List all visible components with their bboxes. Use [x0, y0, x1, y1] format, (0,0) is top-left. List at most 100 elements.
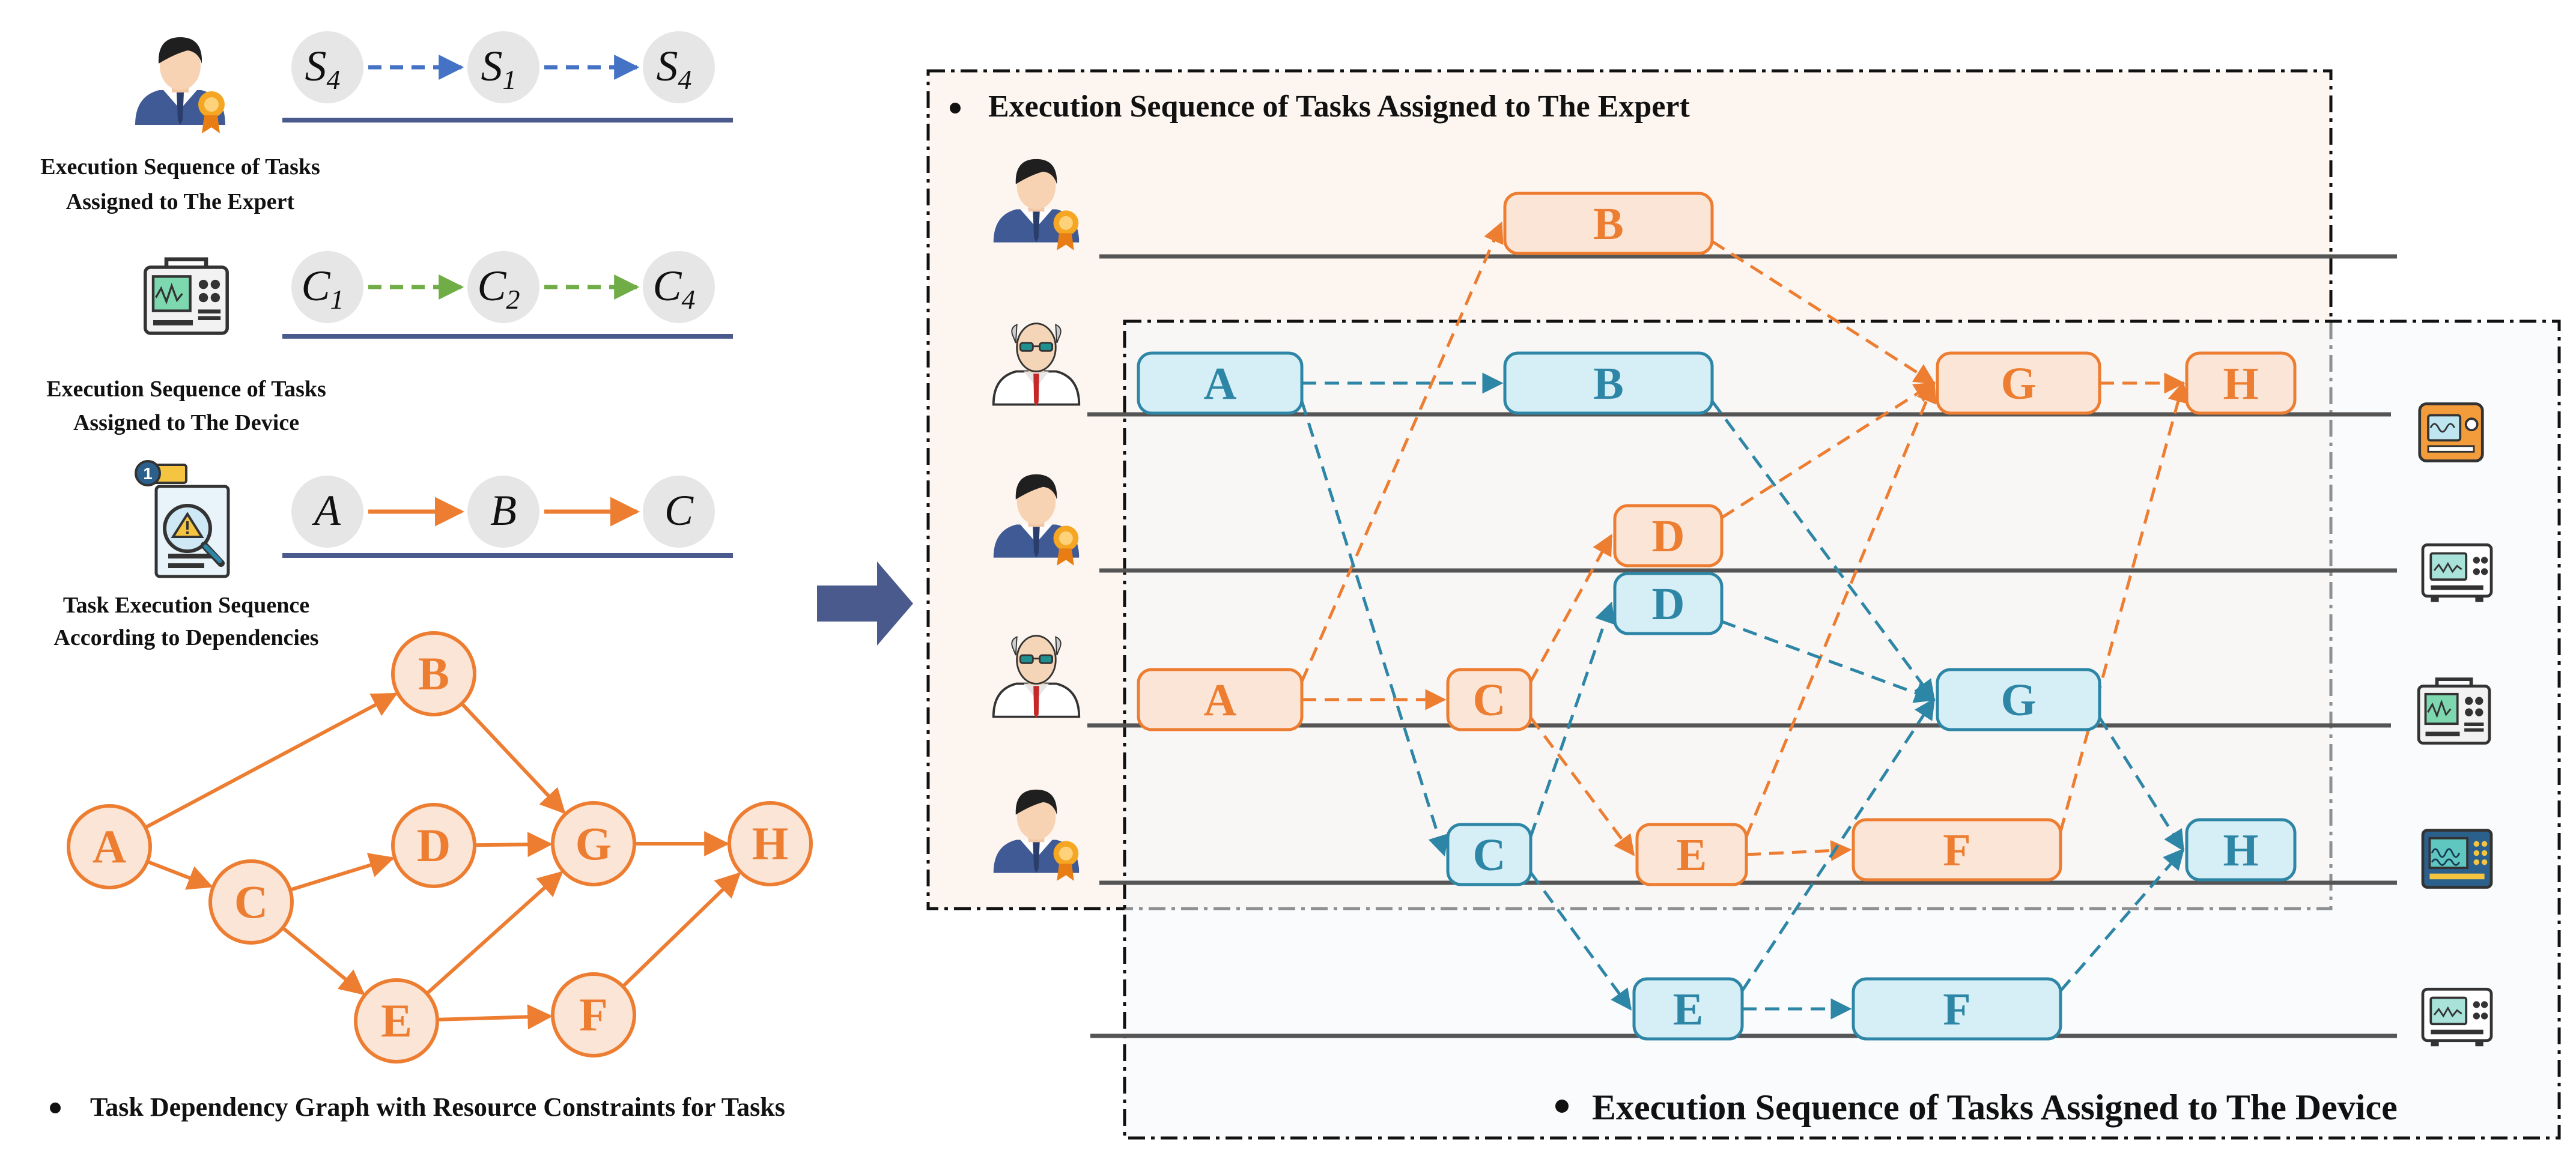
schedule-edge — [1721, 381, 1936, 519]
expert-panel-bullet — [950, 103, 961, 113]
signal-generator-icon — [2420, 404, 2483, 461]
oscilloscope-icon — [2423, 989, 2491, 1046]
graph-node-label: B — [418, 647, 449, 700]
device-panel — [1123, 319, 2561, 1140]
schedule-task-expert-G — [1936, 351, 2101, 415]
dependency-edge-C-D — [290, 853, 395, 892]
legend-expert-caption-1: Execution Sequence of Tasks — [40, 154, 320, 180]
schedule-task-label: G — [2000, 359, 2036, 409]
legend-device-caption-1: Execution Sequence of Tasks — [46, 377, 326, 402]
dependency-edge-B-G — [460, 702, 566, 814]
legend-seq-node — [291, 251, 363, 323]
legend-expert-seq: S4 S1 S4 — [291, 31, 715, 103]
legend-expert-caption-2: Assigned to The Expert — [66, 189, 295, 214]
schedule-task-device-E — [1632, 977, 1744, 1041]
schedule-task-device-G — [1936, 668, 2101, 731]
schedule-task-label: D — [1652, 511, 1685, 561]
schedule-edge — [2059, 848, 2185, 992]
graph-node-G — [551, 801, 636, 886]
schedule-edge — [2098, 716, 2185, 852]
graph-node-label: G — [576, 817, 612, 870]
graph-node-B — [391, 631, 476, 716]
legend-seq-label: C1 — [301, 262, 344, 315]
dependency-edge-C-E — [281, 926, 365, 996]
graph-node-label: D — [417, 819, 451, 871]
schedule-task-expert-F — [1852, 818, 2062, 882]
legend-seq-node — [467, 476, 539, 548]
legend-dependency: Task Execution Sequence According to Dep… — [53, 461, 733, 650]
schedule-timelines — [1087, 254, 2397, 1038]
schedule-task-expert-H — [2185, 351, 2297, 415]
legend-seq-label: C — [664, 486, 694, 534]
legend-seq-node — [467, 251, 539, 323]
legend-seq-label: S4 — [657, 42, 692, 95]
legend-expert: Execution Sequence of Tasks Assigned to … — [40, 31, 733, 214]
graph-node-F — [551, 972, 636, 1058]
schedule-edge — [1745, 381, 1937, 837]
schedule-task-label: G — [2000, 675, 2036, 725]
graph-node-label: C — [234, 876, 268, 928]
legend-device: Execution Sequence of Tasks Assigned to … — [46, 251, 733, 435]
schedule-edge — [1300, 401, 1449, 857]
legend-device-caption-2: Assigned to The Device — [73, 410, 299, 435]
schedule-task-expert-E — [1635, 823, 1748, 886]
legend-seq-label: S1 — [481, 42, 517, 95]
graph-title-bullet — [50, 1103, 61, 1113]
schedule-task-expert-B — [1503, 192, 1714, 255]
legend-seq-label: C2 — [477, 262, 520, 315]
graph-node-C — [208, 859, 294, 945]
schedule-task-expert-D — [1613, 504, 1724, 567]
spectrum-analyzer-icon — [2419, 679, 2489, 743]
legend-seq-node — [291, 31, 363, 103]
schedule-task-device-H — [2185, 818, 2297, 882]
dependency-edge-E-G — [425, 871, 564, 995]
schedule-task-label: F — [1943, 984, 1970, 1035]
device-panel-bullet — [1555, 1100, 1569, 1113]
legend-seq-node — [643, 31, 715, 103]
digital-oscilloscope-icon — [2423, 831, 2491, 888]
schedule-edge — [1721, 620, 1936, 703]
task-inspection-icon — [136, 461, 228, 576]
schedule-task-device-F — [1852, 977, 2062, 1041]
schedule-task-label: D — [1652, 579, 1685, 629]
schedule-task-label: A — [1204, 675, 1237, 725]
schedule-edge — [1530, 716, 1635, 856]
schedule-edge — [1740, 698, 1936, 992]
schedule-task-device-A — [1137, 351, 1304, 415]
legend-seq-label: S4 — [305, 42, 341, 95]
expert-panel-title: Execution Sequence of Tasks Assigned to … — [988, 89, 1690, 124]
schedule-edge — [1300, 221, 1504, 682]
schedule-task-label: H — [2223, 359, 2258, 409]
schedule-task-label: H — [2223, 825, 2258, 876]
dependency-edge-A-C — [147, 859, 213, 890]
graph-node-E — [354, 978, 439, 1064]
schedule-task-expert-C — [1446, 668, 1533, 731]
graph-node-A — [67, 804, 152, 889]
legend-dependency-caption-2: According to Dependencies — [53, 625, 318, 650]
schedule-task-label: C — [1473, 830, 1506, 880]
dependency-edge-F-H — [621, 872, 741, 988]
schedule-task-label: F — [1943, 825, 1970, 876]
legend-seq-node — [467, 31, 539, 103]
schedule-edge — [1529, 533, 1613, 683]
legend-seq-node — [643, 476, 715, 548]
graph-node-H — [728, 801, 813, 886]
dependency-edge-D-G — [474, 832, 553, 858]
schedule-task-device-D — [1613, 572, 1724, 635]
schedule-edge — [1529, 871, 1632, 1011]
schedule-edge — [2059, 381, 2189, 832]
schedule-task-device-C — [1446, 823, 1533, 886]
legend-seq-node — [643, 251, 715, 323]
schedule-task-label: A — [1204, 359, 1237, 409]
graph-node-D — [391, 803, 476, 888]
schedule-task-label: E — [1677, 830, 1707, 880]
schedule-task-label: C — [1473, 675, 1506, 725]
schedule-task-device-B — [1503, 351, 1714, 415]
oscilloscope-icon — [2423, 545, 2491, 602]
graph-node-label: E — [381, 994, 412, 1047]
legend-seq-label: C4 — [652, 262, 695, 315]
